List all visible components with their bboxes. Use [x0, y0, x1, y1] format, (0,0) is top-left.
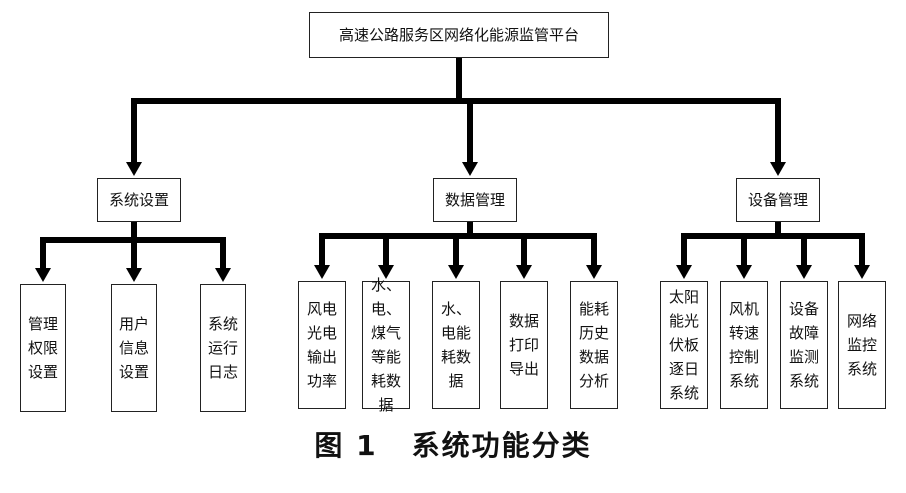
leaf-node: 数据打印导出 — [500, 281, 548, 409]
leaf-label: 系统运行日志 — [208, 315, 239, 381]
branch-label: 系统设置 — [108, 191, 169, 209]
root-label: 高速公路服务区网络化能源监管平台 — [338, 26, 579, 44]
branch-arrowhead — [462, 162, 478, 176]
leaf-node: 风电光电输出功率 — [298, 281, 346, 409]
leaf-arrowhead — [676, 265, 692, 279]
branch-node-device-management: 设备管理 — [736, 178, 820, 222]
leaf-arrowhead — [448, 265, 464, 279]
leaf-label: 太阳能光伏板逐日系统 — [669, 288, 700, 402]
leaf-arrowhead — [796, 265, 812, 279]
leaf-arrowhead — [516, 265, 532, 279]
leaf-arrowhead — [126, 268, 142, 282]
leaf-label: 网络监控系统 — [847, 312, 878, 378]
branch-arrowhead — [126, 162, 142, 176]
leaf-node: 风机转速控制系统 — [720, 281, 768, 409]
leaf-node: 水、电、煤气等能耗数据 — [362, 276, 410, 414]
leaf-label: 用户信息设置 — [119, 315, 150, 381]
leaf-label: 风机转速控制系统 — [729, 300, 760, 390]
leaf-node: 系统运行日志 — [200, 284, 246, 412]
leaf-node: 管理权限设置 — [20, 284, 66, 412]
leaf-arrowhead — [314, 265, 330, 279]
figure-title: 系统功能分类 — [411, 429, 592, 462]
leaf-label: 水、电能耗数据 — [441, 300, 472, 390]
leaf-label: 管理权限设置 — [28, 315, 59, 381]
leaf-node: 用户信息设置 — [111, 284, 157, 412]
branch-label: 数据管理 — [444, 191, 505, 209]
leaf-arrowhead — [35, 268, 51, 282]
leaf-label: 能耗历史数据分析 — [579, 300, 610, 390]
leaf-label: 水、电、煤气等能耗数据 — [371, 276, 402, 414]
root-node: 高速公路服务区网络化能源监管平台 — [309, 12, 609, 58]
leaf-node: 水、电能耗数据 — [432, 281, 480, 409]
leaf-label: 风电光电输出功率 — [307, 300, 338, 390]
figure-caption: 图 1 系统功能分类 — [0, 418, 906, 470]
leaf-arrowhead — [378, 265, 394, 279]
leaf-label: 数据打印导出 — [509, 312, 540, 378]
leaf-label: 设备故障监测系统 — [789, 300, 820, 390]
leaf-arrowhead — [736, 265, 752, 279]
leaf-arrowhead — [586, 265, 602, 279]
leaf-node: 太阳能光伏板逐日系统 — [660, 281, 708, 409]
branch-node-data-management: 数据管理 — [433, 178, 517, 222]
branch-arrowhead — [770, 162, 786, 176]
leaf-arrowhead — [854, 265, 870, 279]
leaf-node: 网络监控系统 — [838, 281, 886, 409]
branch-node-system-settings: 系统设置 — [97, 178, 181, 222]
leaf-arrowhead — [215, 268, 231, 282]
leaf-node: 设备故障监测系统 — [780, 281, 828, 409]
leaf-node: 能耗历史数据分析 — [570, 281, 618, 409]
branch-label: 设备管理 — [747, 191, 808, 209]
figure-number: 图 1 — [314, 429, 378, 462]
